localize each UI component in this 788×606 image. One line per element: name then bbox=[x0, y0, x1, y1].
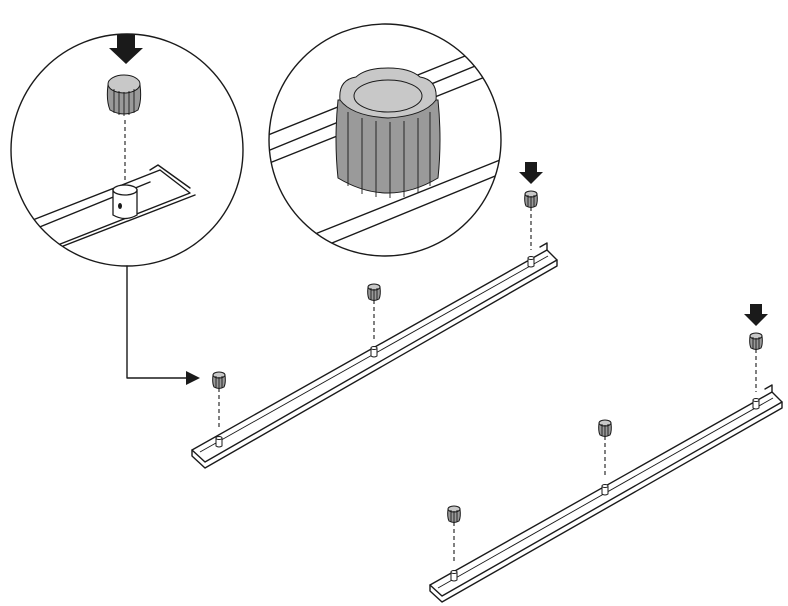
pin-icon bbox=[215, 436, 223, 448]
lower-rail bbox=[429, 304, 783, 603]
knob-icon bbox=[447, 505, 461, 524]
knob-icon bbox=[106, 74, 142, 116]
knob-icon bbox=[524, 190, 538, 209]
knob-large-icon bbox=[335, 67, 441, 198]
upper-rail bbox=[191, 162, 558, 469]
down-arrow-icon bbox=[109, 34, 143, 64]
pin-icon bbox=[450, 570, 458, 582]
pin-icon bbox=[112, 184, 138, 220]
pin-icon bbox=[601, 484, 609, 496]
pin-icon bbox=[752, 398, 760, 410]
pointer-arrow-icon bbox=[126, 265, 200, 385]
detail-circle-pin-insert bbox=[10, 33, 244, 267]
pin-icon bbox=[370, 346, 378, 358]
pin-icon bbox=[527, 256, 535, 268]
knob-icon bbox=[598, 419, 612, 438]
knob-icon bbox=[367, 283, 381, 302]
detail-circle-knob-closeup bbox=[268, 23, 502, 257]
knob-icon bbox=[749, 332, 763, 351]
detail-circle-b-outline bbox=[268, 23, 502, 257]
down-arrow-icon bbox=[744, 304, 768, 326]
detail-circle-a-outline bbox=[10, 33, 244, 267]
down-arrow-icon bbox=[519, 162, 543, 184]
knob-icon bbox=[212, 371, 226, 390]
